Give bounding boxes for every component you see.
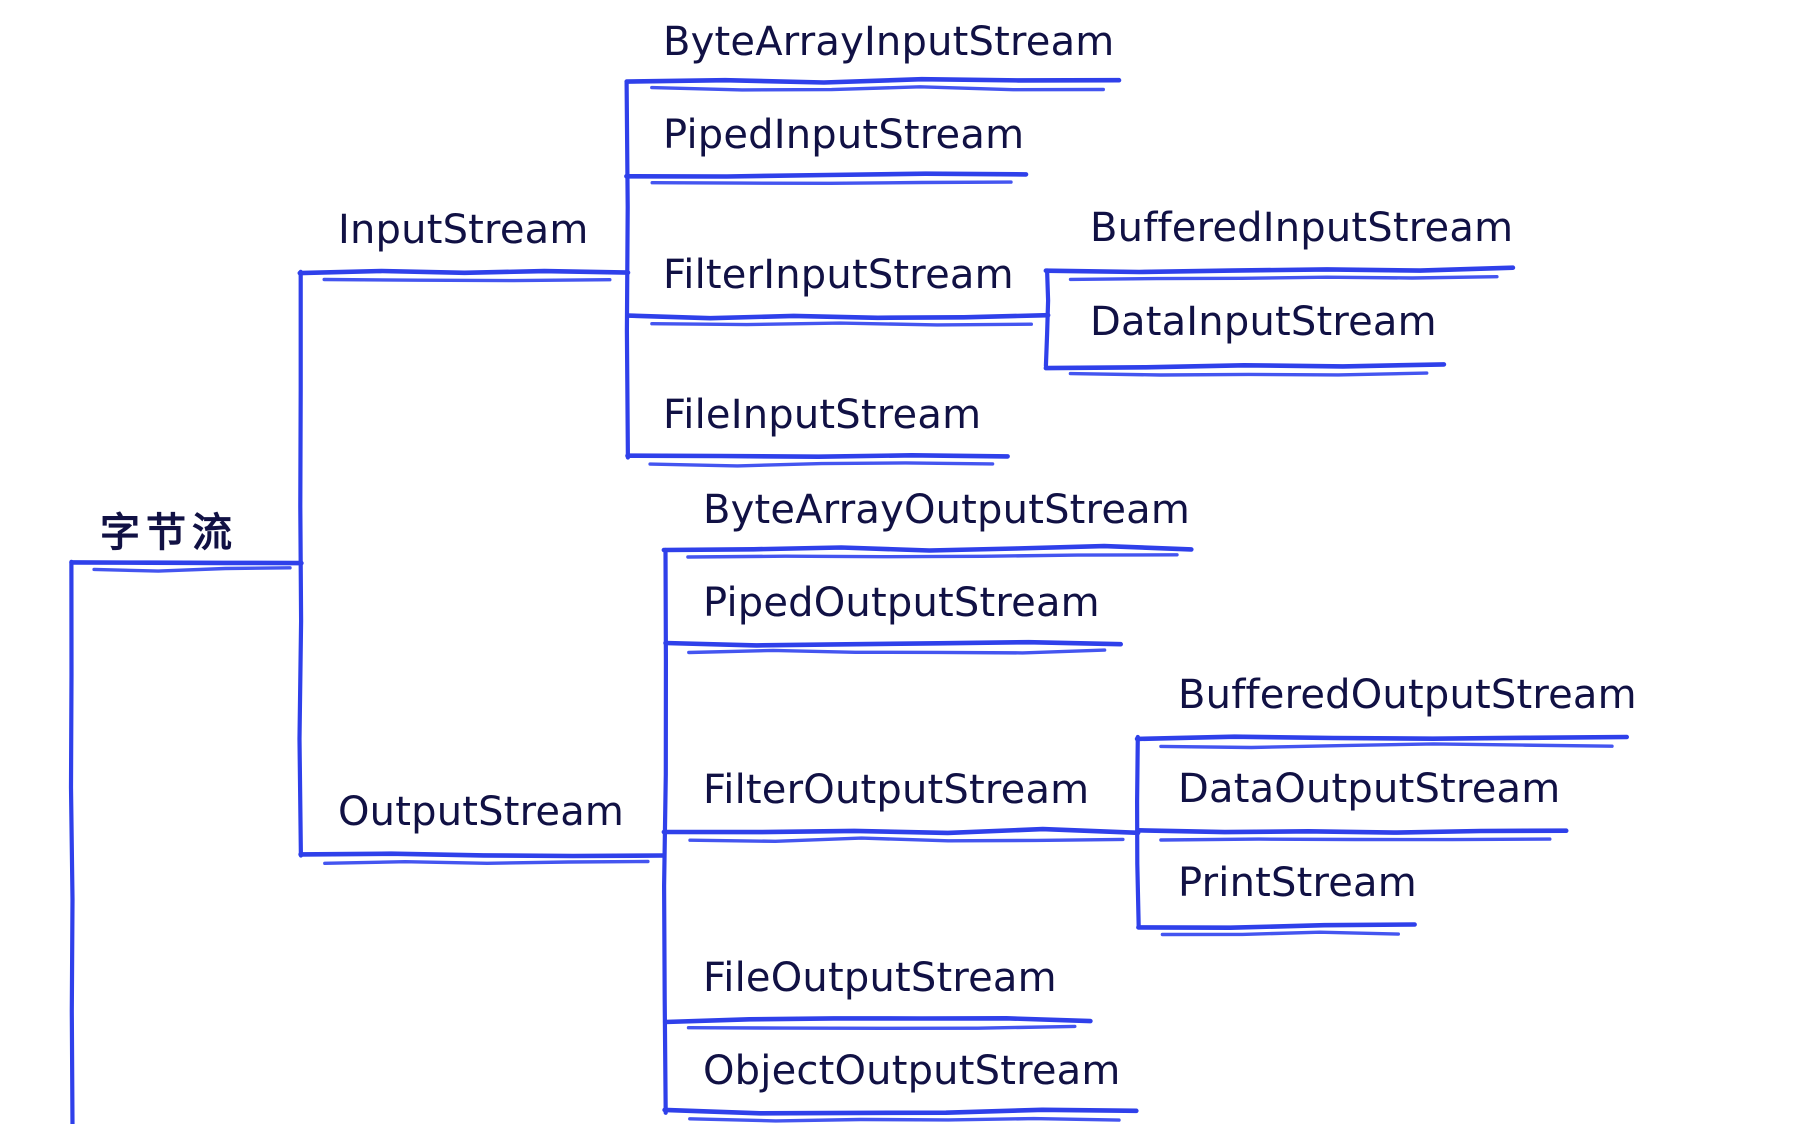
node-label-piped-output-stream[interactable]: PipedOutputStream: [703, 580, 1100, 626]
node-label-byte-array-output-stream[interactable]: ByteArrayOutputStream: [703, 487, 1191, 533]
node-label-data-input-stream[interactable]: DataInputStream: [1090, 299, 1437, 345]
node-label-buffered-input-stream[interactable]: BufferedInputStream: [1090, 205, 1514, 251]
node-label-input-stream[interactable]: InputStream: [338, 207, 589, 253]
node-label-object-output-stream[interactable]: ObjectOutputStream: [703, 1048, 1121, 1094]
node-label-buffered-output-stream[interactable]: BufferedOutputStream: [1178, 672, 1637, 718]
node-label-root[interactable]: 字节流: [100, 510, 238, 556]
node-label-file-output-stream[interactable]: FileOutputStream: [703, 955, 1057, 1001]
node-label-filter-output-stream[interactable]: FilterOutputStream: [703, 767, 1090, 813]
node-label-output-stream[interactable]: OutputStream: [338, 789, 625, 835]
node-label-byte-array-input-stream[interactable]: ByteArrayInputStream: [663, 19, 1115, 65]
node-label-print-stream[interactable]: PrintStream: [1178, 860, 1417, 906]
node-label-data-output-stream[interactable]: DataOutputStream: [1178, 766, 1561, 812]
node-label-filter-input-stream[interactable]: FilterInputStream: [663, 252, 1014, 298]
node-label-piped-input-stream[interactable]: PipedInputStream: [663, 112, 1025, 158]
node-label-file-input-stream[interactable]: FileInputStream: [663, 392, 982, 438]
